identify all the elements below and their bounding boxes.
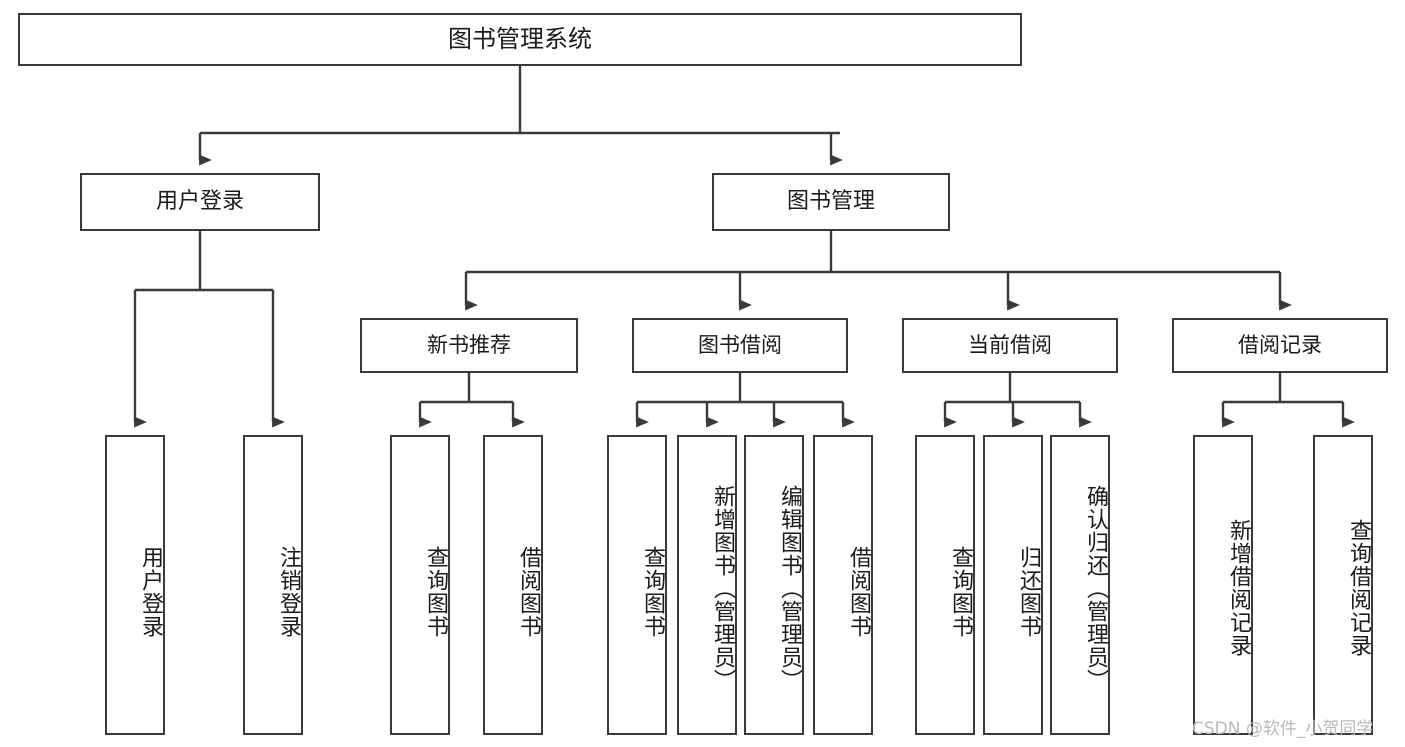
node-borrow-record-label: 借阅记录 <box>1238 333 1322 358</box>
node-borrow-record[interactable]: 借阅记录 <box>1172 318 1388 373</box>
node-return-book-label: 归还图书 <box>1016 546 1041 638</box>
node-user-login-leaf[interactable]: 用户登录 <box>105 435 165 735</box>
node-user-logout-leaf-label: 注销登录 <box>276 546 301 638</box>
node-query-book-3-label: 查询图书 <box>948 546 973 638</box>
node-edit-book[interactable]: 编辑图书（管理员） <box>744 435 804 735</box>
node-query-borrow-record[interactable]: 查询借阅记录 <box>1313 435 1373 735</box>
node-book-borrow-label: 图书借阅 <box>698 333 782 358</box>
node-book-manage[interactable]: 图书管理 <box>712 173 950 231</box>
csdn-watermark: CSDN @软件_小贺同学 <box>1192 719 1374 739</box>
node-current-borrow[interactable]: 当前借阅 <box>902 318 1118 373</box>
node-current-borrow-label: 当前借阅 <box>968 333 1052 358</box>
node-confirm-return[interactable]: 确认归还（管理员） <box>1050 435 1110 735</box>
node-add-borrow-record[interactable]: 新增借阅记录 <box>1193 435 1253 735</box>
node-new-book-rec-label: 新书推荐 <box>427 333 511 358</box>
node-query-book-1[interactable]: 查询图书 <box>390 435 450 735</box>
node-confirm-return-label: 确认归还（管理员） <box>1083 484 1108 692</box>
node-user-logout-leaf[interactable]: 注销登录 <box>243 435 303 735</box>
node-add-book-label: 新增图书（管理员） <box>710 484 735 692</box>
node-book-manage-label: 图书管理 <box>786 189 875 215</box>
node-query-book-1-label: 查询图书 <box>423 546 448 638</box>
node-add-borrow-record-label: 新增借阅记录 <box>1226 519 1251 657</box>
node-book-borrow[interactable]: 图书借阅 <box>632 318 848 373</box>
node-borrow-book-1-label: 借阅图书 <box>516 546 541 638</box>
node-query-book-2-label: 查询图书 <box>640 546 665 638</box>
node-borrow-book-2-label: 借阅图书 <box>846 546 871 638</box>
node-new-book-rec[interactable]: 新书推荐 <box>360 318 578 373</box>
node-query-borrow-record-label: 查询借阅记录 <box>1346 519 1371 657</box>
node-user-login[interactable]: 用户登录 <box>80 173 320 231</box>
node-user-login-label: 用户登录 <box>155 189 244 215</box>
node-edit-book-label: 编辑图书（管理员） <box>777 484 802 692</box>
node-root[interactable]: 图书管理系统 <box>18 13 1022 66</box>
node-user-login-leaf-label: 用户登录 <box>138 546 163 638</box>
node-query-book-2[interactable]: 查询图书 <box>607 435 667 735</box>
node-add-book[interactable]: 新增图书（管理员） <box>677 435 737 735</box>
node-return-book[interactable]: 归还图书 <box>983 435 1043 735</box>
node-borrow-book-1[interactable]: 借阅图书 <box>483 435 543 735</box>
node-query-book-3[interactable]: 查询图书 <box>915 435 975 735</box>
node-borrow-book-2[interactable]: 借阅图书 <box>813 435 873 735</box>
node-root-label: 图书管理系统 <box>448 25 592 54</box>
